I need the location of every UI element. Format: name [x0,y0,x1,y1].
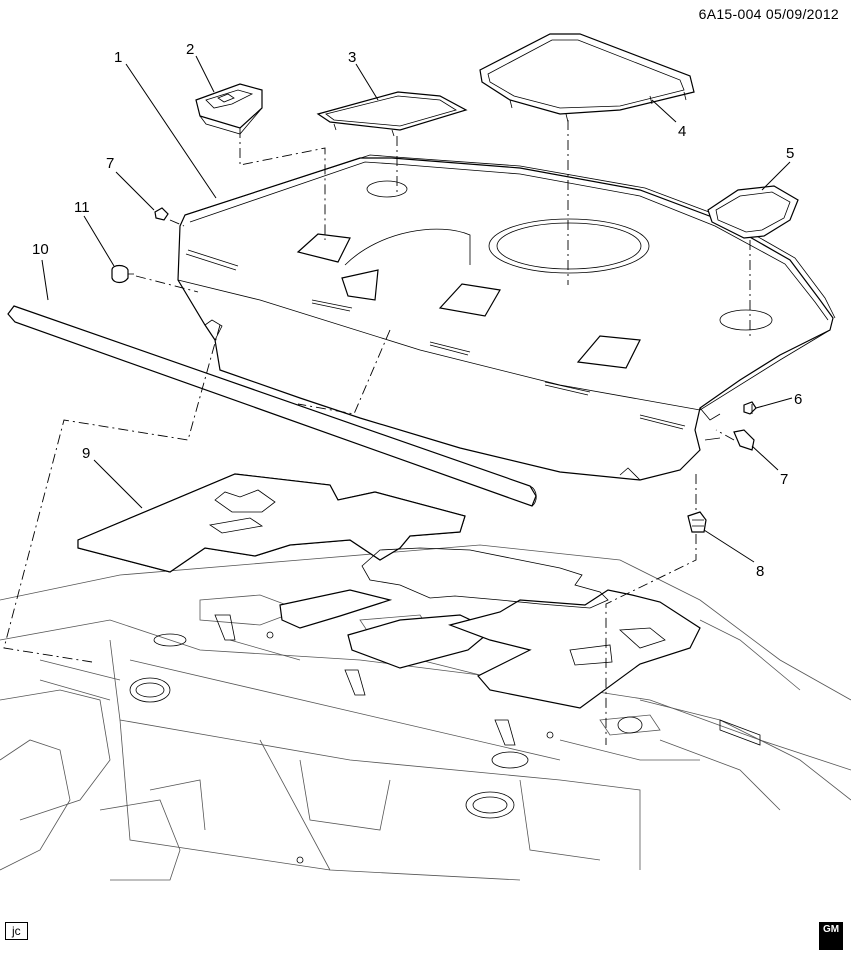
callout-leaders [41,55,793,563]
callout-7-lower: 7 [780,471,788,488]
callout-2: 2 [186,41,194,58]
illustrator-initials-box: jc [5,922,28,940]
callout-labels: 1 2 3 4 5 6 7 7 8 9 10 11 [32,41,802,580]
part-7-clip-lower [733,429,755,451]
part-2-module [195,83,263,135]
part-4-cover [479,33,695,123]
gm-logo: GM [819,922,843,950]
callout-8: 8 [756,563,764,580]
callout-3: 3 [348,49,356,66]
part-11-push-pin [111,264,134,284]
callout-1: 1 [114,49,122,66]
callout-11: 11 [74,199,90,216]
part-10-rod [7,305,537,507]
part-1-rear-window-shelf [177,154,836,481]
part-9-insulator-pad [77,473,701,709]
part-6-nut [743,401,757,415]
callout-10: 10 [32,241,49,258]
callout-6: 6 [794,391,802,408]
part-3-cover [316,91,468,137]
callout-5: 5 [786,145,794,162]
part-8-retainer [687,511,707,533]
diagram-reference-code: 6A15-004 05/09/2012 [698,6,839,22]
callout-4: 4 [678,123,686,140]
vehicle-underbody-structure [0,544,851,881]
callout-7-upper: 7 [106,155,114,172]
callout-9: 9 [82,445,90,462]
part-5-cover [707,185,799,239]
alignment-lines [3,120,753,745]
part-7-clip-upper [154,207,169,221]
